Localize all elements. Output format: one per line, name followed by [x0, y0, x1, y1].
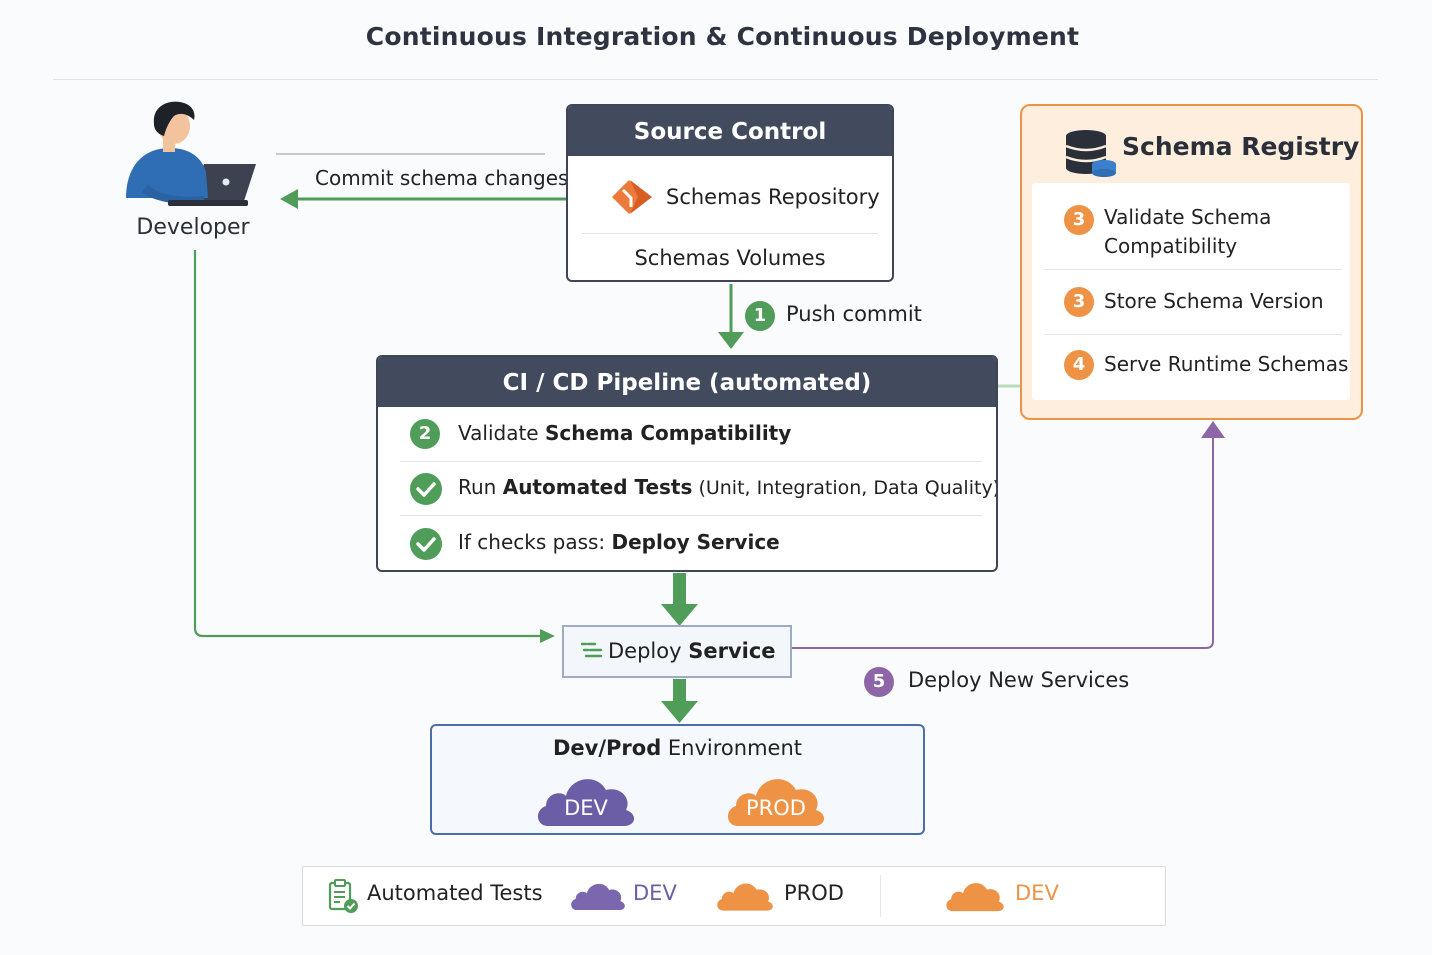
developer-to-deploy-arrow: [193, 250, 555, 643]
commit-label: Commit schema changes: [315, 166, 569, 190]
commit-arrow: [280, 189, 612, 209]
prod-cloud-label: PROD: [746, 796, 806, 820]
deploy-service-box: Deploy Service: [562, 625, 792, 678]
deploy-to-env-arrow: [661, 679, 698, 723]
developer-label: Developer: [136, 215, 250, 240]
git-icon: [612, 180, 652, 214]
push-commit-badge: 1: [745, 301, 775, 331]
legend-dev2-cloud-icon: [946, 883, 1004, 912]
database-icon: [1065, 130, 1116, 177]
pipeline-to-deploy-arrow: [661, 573, 698, 626]
legend-dev-cloud-icon: [571, 883, 625, 911]
deploy-service-text: Deploy: [608, 639, 689, 663]
prod-cloud-icon: [727, 779, 825, 826]
deploy-new-services-label: Deploy New Services: [908, 668, 1130, 692]
registry-item-badge: 3: [1064, 287, 1094, 317]
pipeline-step-validate: Validate Schema Compatibility: [458, 421, 791, 445]
pipeline-box: CI / CD Pipeline (automated) 2 Validate …: [376, 355, 998, 572]
source-control-divider: [582, 233, 878, 234]
schema-registry-list: 3 Validate Schema Compatibility 3 Store …: [1032, 183, 1350, 400]
step-suffix-text: (Unit, Integration, Data Quality): [692, 477, 998, 499]
schema-registry-title: Schema Registry: [1122, 132, 1360, 161]
legend-tests-label: Automated Tests: [367, 881, 543, 905]
registry-item-text: Compatibility: [1104, 234, 1238, 258]
pipeline-step-tests: Run Automated Tests (Unit, Integration, …: [458, 475, 998, 499]
environment-title: Dev/Prod Environment: [432, 736, 923, 760]
step-text: If checks pass:: [458, 530, 612, 554]
pipeline-title: CI / CD Pipeline (automated): [378, 357, 996, 407]
title-divider: [53, 79, 1378, 80]
pipeline-step-badge: 2: [410, 419, 440, 449]
step-text: Validate: [458, 421, 545, 445]
step-bold-text: Schema Compatibility: [544, 421, 792, 445]
check-icon: [410, 473, 442, 505]
registry-item-validate: Validate Schema Compatibility: [1104, 203, 1271, 261]
legend-dev2-label: DEV: [1015, 881, 1059, 905]
source-control-box: Source Control Schemas Repository Schema…: [566, 104, 894, 282]
environment-box: Dev/Prod Environment DEV PROD: [430, 724, 925, 835]
deploy-service-bold: Service: [688, 639, 776, 663]
deploy-new-badge: 5: [864, 667, 894, 697]
environment-title-rest: Environment: [661, 736, 802, 760]
step-bold-text: Deploy Service: [611, 530, 780, 554]
push-commit-label: Push commit: [786, 302, 922, 326]
clipboard-check-icon: [328, 879, 358, 913]
diagram-title: Continuous Integration & Continuous Depl…: [365, 22, 1080, 51]
legend-dev-label: DEV: [633, 881, 677, 905]
legend-prod-cloud-icon: [717, 883, 773, 911]
step-text: Run: [458, 475, 503, 499]
dev-cloud-icon: [537, 779, 635, 826]
deploy-list-icon: [581, 642, 603, 658]
registry-item-badge: 4: [1064, 350, 1094, 380]
environment-title-bold: Dev/Prod: [552, 736, 662, 760]
pipeline-divider: [400, 515, 982, 516]
registry-divider: [1044, 269, 1342, 270]
schemas-volumes-label: Schemas Volumes: [634, 246, 826, 270]
check-icon: [410, 528, 442, 560]
dev-cloud-label: DEV: [564, 796, 608, 820]
registry-item-text: Validate Schema: [1104, 205, 1272, 229]
pipeline-divider: [400, 461, 982, 462]
push-commit-arrow: [718, 284, 744, 349]
registry-item-serve: Serve Runtime Schemas: [1104, 352, 1349, 376]
registry-divider: [1044, 334, 1342, 335]
deploy-service-label: Deploy Service: [608, 639, 776, 663]
legend: Automated Tests DEV PROD DEV: [302, 866, 1166, 926]
step-bold-text: Automated Tests: [502, 475, 693, 499]
registry-item-badge: 3: [1064, 205, 1094, 235]
legend-divider: [880, 875, 881, 917]
legend-prod-label: PROD: [784, 881, 844, 905]
registry-item-store: Store Schema Version: [1104, 289, 1324, 313]
deploy-to-registry-arrow: [792, 421, 1225, 649]
source-control-title: Source Control: [568, 106, 892, 156]
developer-icon: [126, 101, 256, 206]
pipeline-step-deploy: If checks pass: Deploy Service: [458, 530, 780, 554]
schema-registry-box: Schema Registry 3 Validate Schema Compat…: [1020, 104, 1363, 420]
schemas-repository-label: Schemas Repository: [666, 185, 880, 209]
